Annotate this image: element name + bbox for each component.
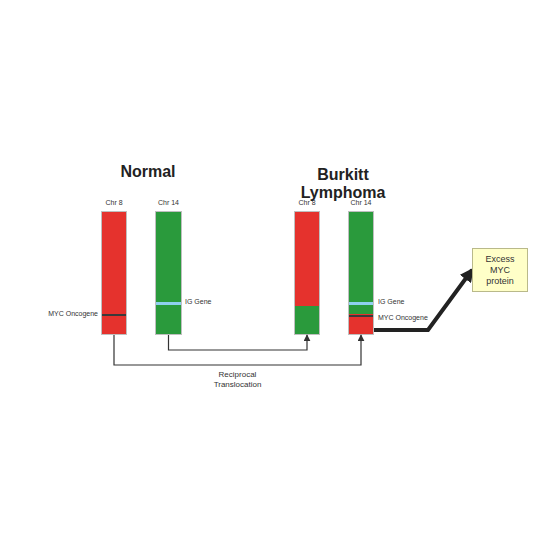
expression-arrow <box>374 270 472 330</box>
chromosome-segment <box>349 314 373 334</box>
chromosome-name: Chr 14 <box>158 198 179 207</box>
gene-label: IG Gene <box>378 298 404 306</box>
group-heading: Normal <box>120 163 175 181</box>
gene-label: MYC Oncogene <box>378 314 428 322</box>
box-text: Excess MYC protein <box>481 254 519 287</box>
group-heading: Burkitt Lymphoma <box>288 166 398 201</box>
gene-label: IG Gene <box>185 298 211 306</box>
translocation-arrow <box>169 335 308 350</box>
result-box: Excess MYC protein <box>472 248 528 292</box>
chromosome-8: Chr 8 <box>294 211 320 335</box>
ig-band <box>156 302 181 305</box>
chromosome-14: Chr 14 <box>155 211 182 335</box>
chromosome-segment <box>295 212 319 306</box>
myc-band <box>102 314 126 316</box>
chromosome-segment <box>349 212 373 314</box>
translocation-arrow <box>114 335 361 365</box>
myc-band <box>349 315 373 317</box>
edge-label: Reciprocal Translocation <box>203 370 273 390</box>
chromosome-8: Chr 8 <box>101 211 127 335</box>
chromosome-14: Chr 14 <box>348 211 374 335</box>
chromosome-segment <box>295 306 319 334</box>
chromosome-segment <box>156 212 181 334</box>
ig-band <box>349 302 373 305</box>
chromosome-name: Chr 8 <box>105 198 122 207</box>
gene-label: MYC Oncogene <box>48 310 98 318</box>
